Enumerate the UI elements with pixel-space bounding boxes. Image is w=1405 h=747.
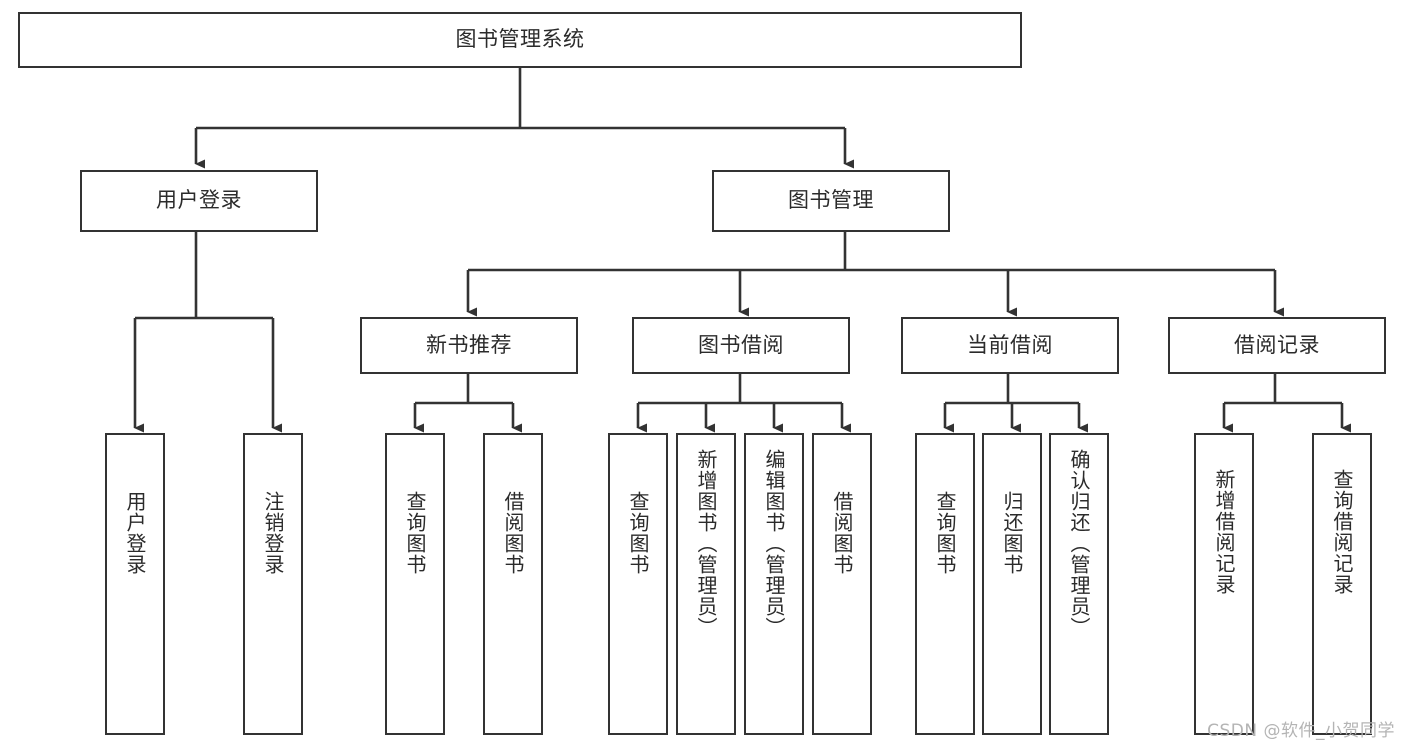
node-leaf-logout-login[interactable]: 注销登录	[243, 433, 303, 735]
node-new-book-recommend-label: 新书推荐	[426, 332, 512, 357]
node-leaf-add-book-label: 新增图书（管理员）	[694, 449, 718, 638]
node-book-borrow-label: 图书借阅	[698, 332, 784, 357]
node-leaf-user-login-label: 用户登录	[123, 491, 147, 575]
node-leaf-borrow-book-1-label: 借阅图书	[501, 491, 525, 575]
node-current-borrow[interactable]: 当前借阅	[901, 317, 1119, 374]
node-leaf-return-book[interactable]: 归还图书	[982, 433, 1042, 735]
node-leaf-edit-book[interactable]: 编辑图书（管理员）	[744, 433, 804, 735]
node-user-login[interactable]: 用户登录	[80, 170, 318, 232]
node-leaf-query-record[interactable]: 查询借阅记录	[1312, 433, 1372, 735]
node-leaf-query-record-label: 查询借阅记录	[1330, 469, 1354, 595]
node-leaf-borrow-book-2-label: 借阅图书	[830, 491, 854, 575]
node-user-login-label: 用户登录	[156, 188, 242, 213]
node-leaf-borrow-book-2[interactable]: 借阅图书	[812, 433, 872, 735]
node-leaf-query-book-1[interactable]: 查询图书	[385, 433, 445, 735]
node-leaf-query-book-3[interactable]: 查询图书	[915, 433, 975, 735]
node-leaf-confirm-return-label: 确认归还（管理员）	[1067, 449, 1091, 638]
node-leaf-add-record-label: 新增借阅记录	[1212, 469, 1236, 595]
node-leaf-user-login[interactable]: 用户登录	[105, 433, 165, 735]
node-leaf-query-book-1-label: 查询图书	[403, 491, 427, 575]
node-leaf-query-book-3-label: 查询图书	[933, 491, 957, 575]
node-leaf-return-book-label: 归还图书	[1000, 491, 1024, 575]
node-root[interactable]: 图书管理系统	[18, 12, 1022, 68]
node-book-manage[interactable]: 图书管理	[712, 170, 950, 232]
node-leaf-add-book[interactable]: 新增图书（管理员）	[676, 433, 736, 735]
node-book-borrow[interactable]: 图书借阅	[632, 317, 850, 374]
node-book-manage-label: 图书管理	[788, 188, 874, 213]
node-borrow-record-label: 借阅记录	[1234, 332, 1320, 357]
node-new-book-recommend[interactable]: 新书推荐	[360, 317, 578, 374]
node-leaf-logout-login-label: 注销登录	[261, 491, 285, 575]
node-leaf-add-record[interactable]: 新增借阅记录	[1194, 433, 1254, 735]
node-leaf-borrow-book-1[interactable]: 借阅图书	[483, 433, 543, 735]
node-leaf-query-book-2[interactable]: 查询图书	[608, 433, 668, 735]
node-root-label: 图书管理系统	[455, 27, 585, 52]
node-current-borrow-label: 当前借阅	[967, 332, 1053, 357]
node-borrow-record[interactable]: 借阅记录	[1168, 317, 1386, 374]
node-leaf-query-book-2-label: 查询图书	[626, 491, 650, 575]
node-leaf-edit-book-label: 编辑图书（管理员）	[762, 449, 786, 638]
node-leaf-confirm-return[interactable]: 确认归还（管理员）	[1049, 433, 1109, 735]
